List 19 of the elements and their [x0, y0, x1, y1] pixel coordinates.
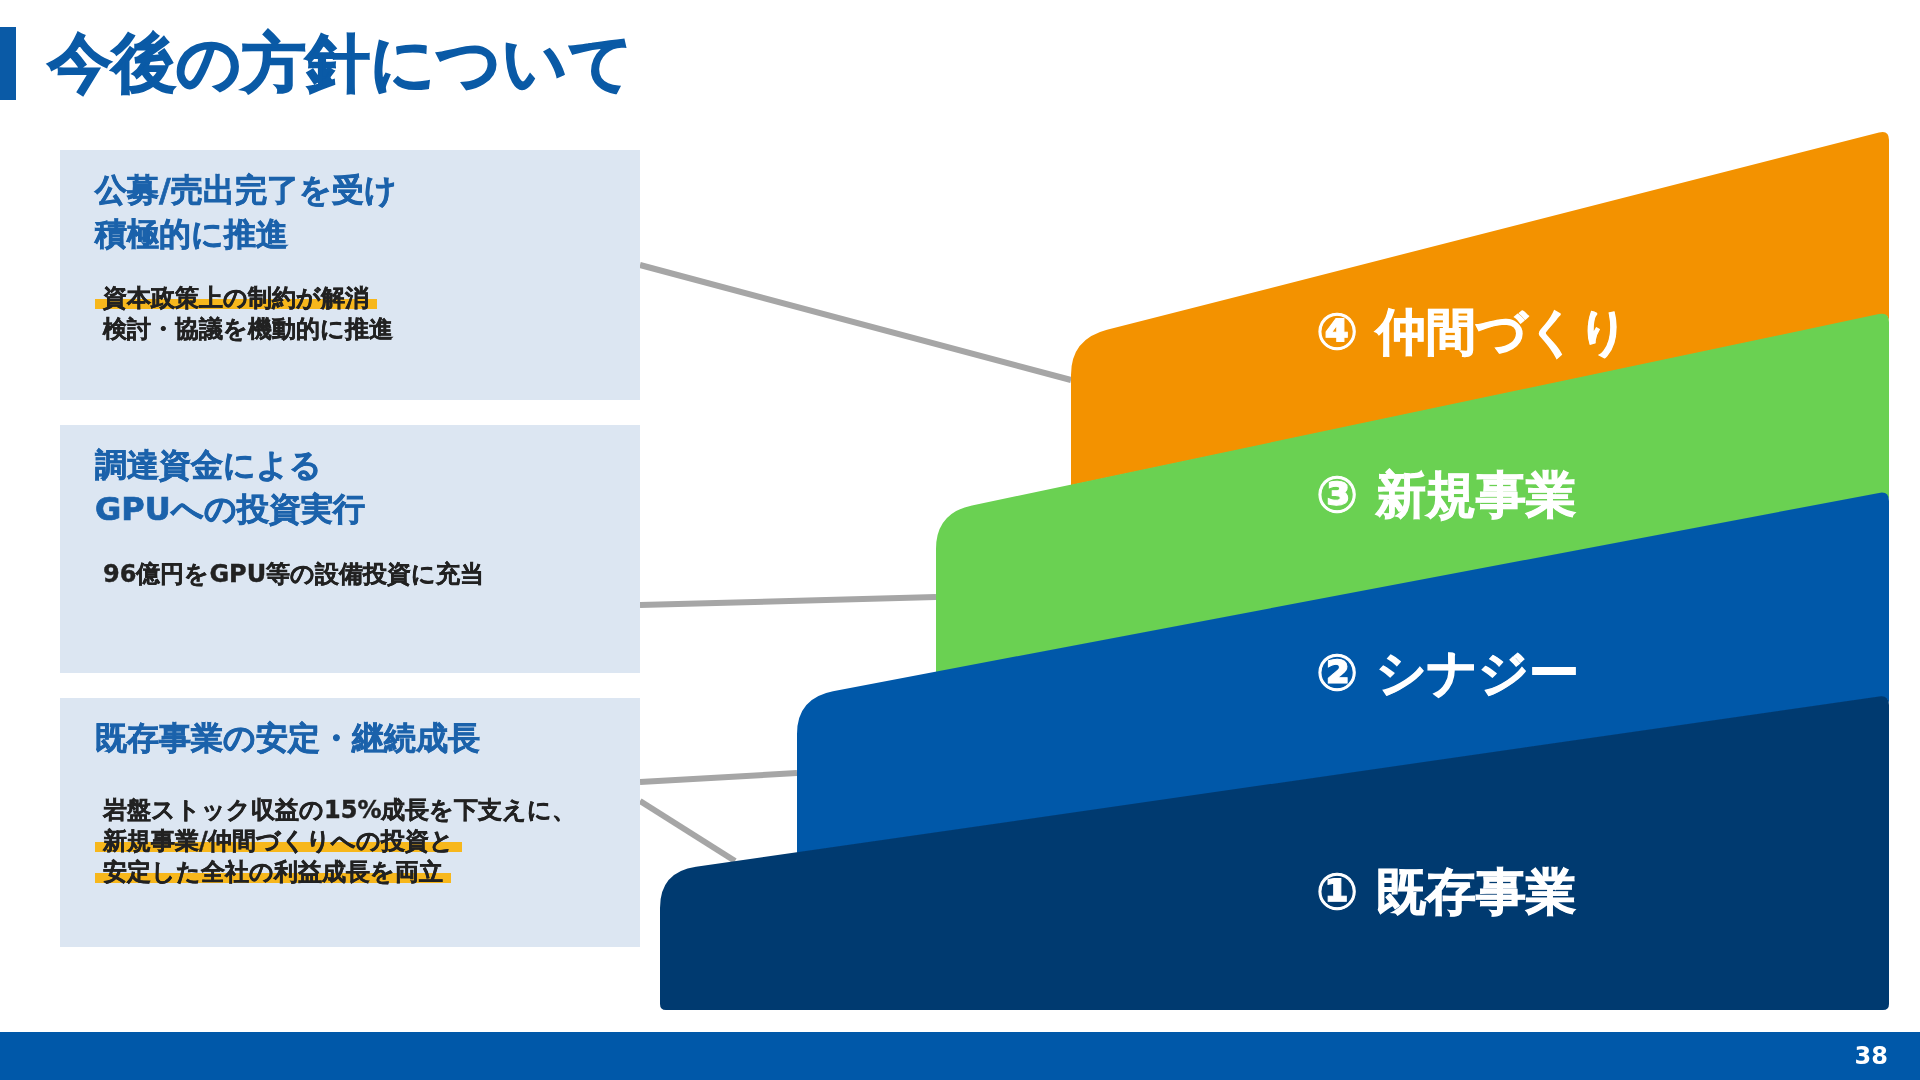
- page-number: 38: [1854, 1042, 1888, 1070]
- leader-line: [639, 770, 798, 785]
- panel-heading: 調達資金によるGPUへの投資実行: [95, 445, 366, 530]
- text-panel: [60, 698, 640, 947]
- panel-text: 岩盤ストック収益の15%成長を下支えに、: [102, 795, 578, 826]
- panel-text: 96億円をGPU等の設備投資に充当: [102, 559, 486, 590]
- panel-heading: 公募/売出完了を受け積極的に推進: [95, 170, 398, 255]
- panel-heading: 既存事業の安定・継続成長: [95, 718, 480, 759]
- step-label: ③ 新規事業: [1316, 465, 1576, 526]
- step-label: ② シナジー: [1316, 643, 1579, 704]
- leader-line: [639, 594, 937, 608]
- leader-line: [639, 262, 1072, 383]
- step-label: ④ 仲間づくり: [1316, 302, 1629, 363]
- text-panel: [60, 425, 640, 673]
- slide-title: 今後の方針について: [48, 26, 634, 100]
- highlighted-text: 資本政策上の制約が解消: [95, 283, 377, 314]
- step-label: ① 既存事業: [1316, 862, 1576, 923]
- panel-text: 検討・協議を機動的に推進: [101, 314, 394, 345]
- text-panel: [60, 150, 640, 400]
